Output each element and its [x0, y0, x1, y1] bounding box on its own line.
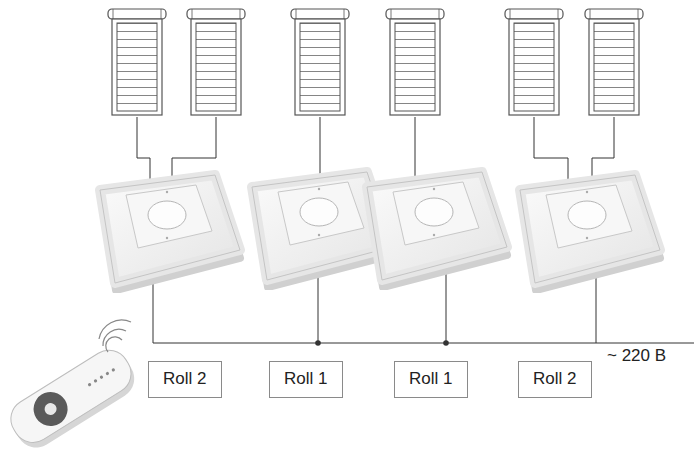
- voltage-label: ~ 220 В: [607, 346, 666, 366]
- mains-bus: [153, 270, 694, 343]
- junction-dot: [315, 340, 321, 346]
- roller-blind: [505, 9, 563, 115]
- signal-arc: [103, 329, 126, 346]
- remote-button: [42, 401, 59, 418]
- roller-blind: [585, 9, 643, 115]
- wall-switch: [100, 175, 240, 290]
- roll-label-box: Roll 1: [269, 361, 343, 398]
- signal-arc: [106, 337, 122, 352]
- remote-led: [87, 382, 91, 386]
- remote-led: [111, 368, 115, 372]
- wire: [446, 265, 447, 343]
- remote-control: [3, 343, 141, 455]
- wire: [596, 270, 597, 343]
- remote-led: [105, 371, 109, 375]
- signal-arc: [99, 320, 131, 339]
- roll-label-box: Roll 1: [394, 361, 468, 398]
- roller-blind: [386, 9, 444, 115]
- wire: [415, 117, 416, 185]
- roller-blind: [187, 9, 245, 115]
- wall-switch: [367, 172, 507, 287]
- remote-body: [3, 343, 138, 450]
- group-label: Roll 2: [163, 369, 206, 389]
- group-label: Roll 1: [284, 369, 327, 389]
- group-label: Roll 1: [409, 369, 452, 389]
- roll-label-box: Roll 2: [518, 361, 592, 398]
- remote-led: [99, 375, 103, 379]
- remote-wheel: [27, 386, 74, 433]
- roller-blind: [108, 9, 166, 115]
- remote-led: [93, 379, 97, 383]
- junction-dot: [443, 340, 449, 346]
- roll-label-box: Roll 2: [148, 361, 222, 398]
- wire: [534, 117, 568, 190]
- wall-switch: [520, 175, 660, 290]
- roller-blind: [291, 9, 349, 115]
- signal-waves: [99, 320, 131, 352]
- group-label: Roll 2: [533, 369, 576, 389]
